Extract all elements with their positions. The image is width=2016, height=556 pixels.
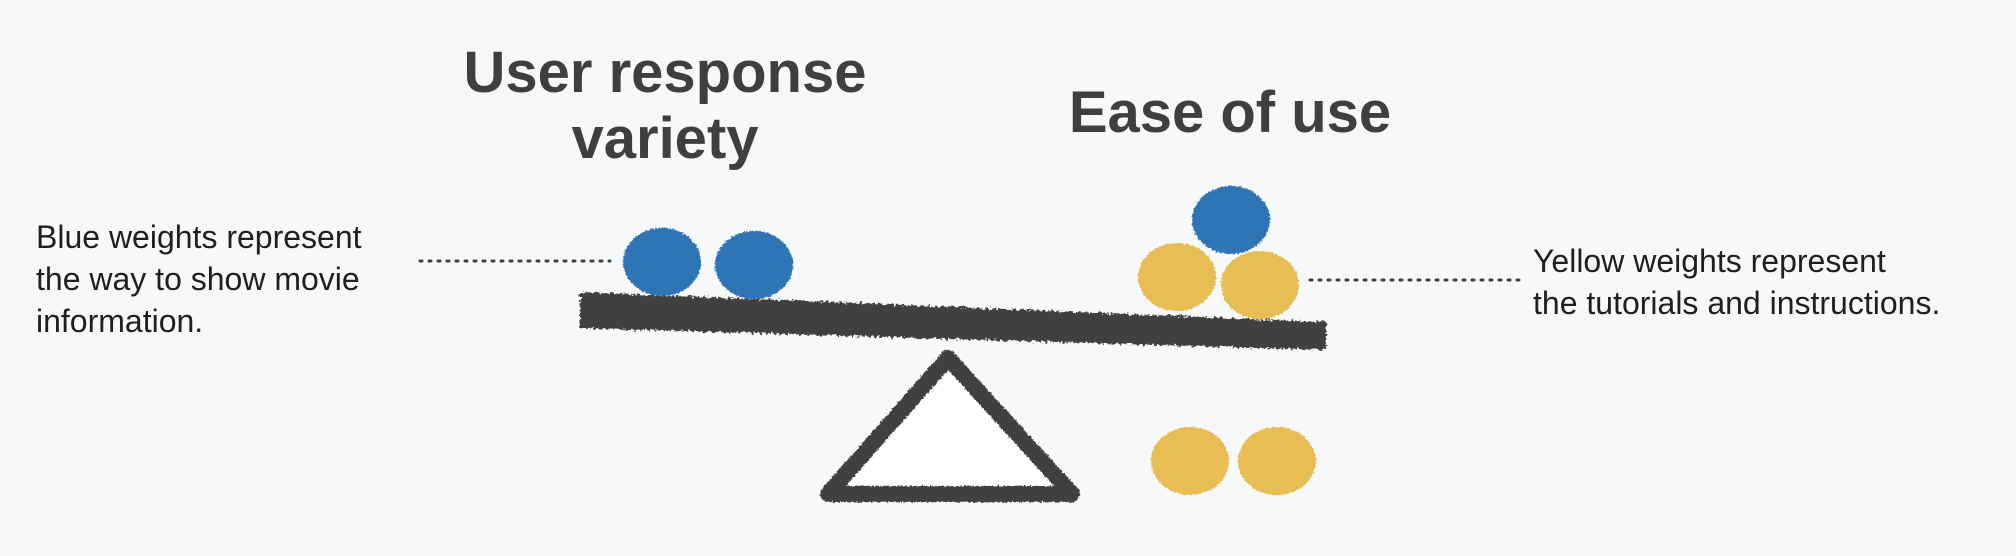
fulcrum-triangle: [820, 350, 1080, 502]
caption-line: information.: [36, 303, 204, 339]
spare-yellow-weight: [1238, 427, 1316, 495]
seesaw-beam: [580, 292, 1326, 350]
caption-line: the tutorials and instructions.: [1533, 285, 1941, 321]
heading-line: variety: [571, 106, 759, 171]
caption-line: Blue weights represent: [36, 219, 362, 255]
yellow-weights-caption: Yellow weights represent the tutorials a…: [1533, 240, 1940, 324]
blue-weight: [1192, 186, 1270, 254]
blue-weights-caption: Blue weights represent the way to show m…: [36, 216, 362, 342]
blue-weight: [623, 228, 701, 296]
ease-of-use-heading: Ease of use: [1030, 80, 1430, 146]
yellow-weight: [1221, 251, 1299, 319]
blue-weight: [715, 231, 793, 299]
caption-line: the way to show movie: [36, 261, 360, 297]
user-response-variety-heading: User response variety: [430, 40, 900, 172]
heading-line: Ease of use: [1068, 80, 1392, 145]
yellow-weight: [1138, 243, 1216, 311]
heading-line: User response: [463, 40, 867, 105]
caption-line: Yellow weights represent: [1533, 243, 1886, 279]
spare-yellow-weight: [1151, 427, 1229, 495]
